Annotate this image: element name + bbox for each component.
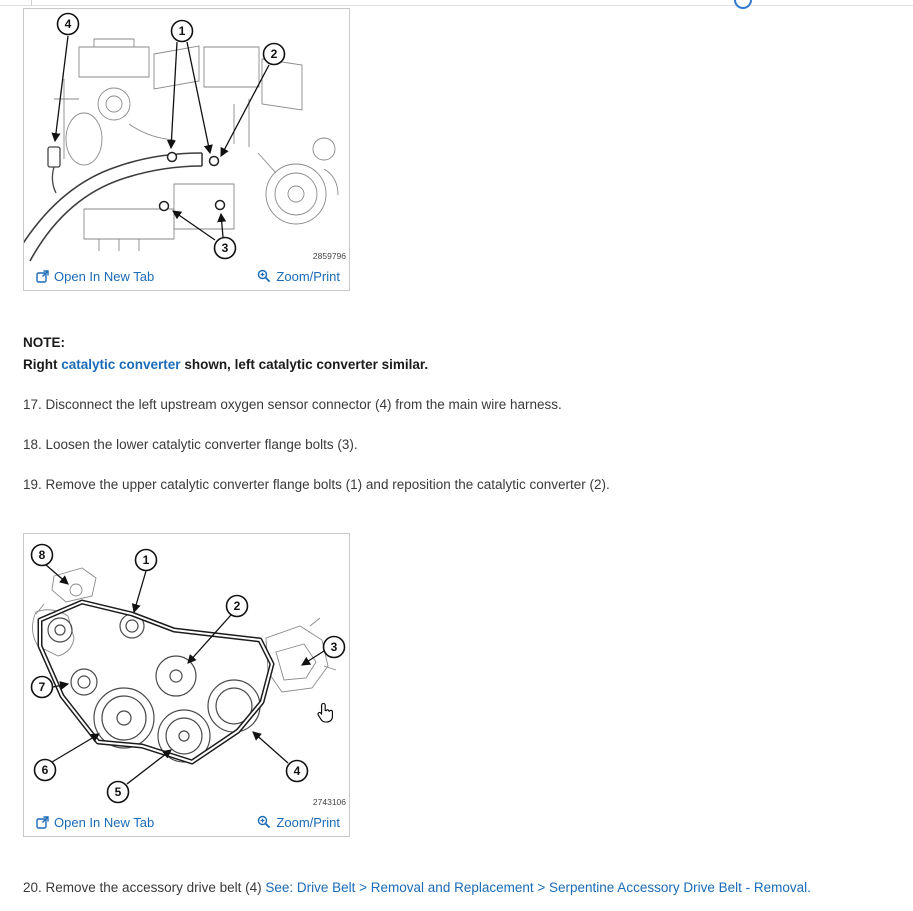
note-label: NOTE: [23,335,65,350]
svg-text:2: 2 [271,47,278,61]
figure-number: 2743106 [313,797,346,807]
figure-callout: 8 1 2 3 7 6 5 4 [30,543,346,804]
note-text: Right catalytic converter shown, left ca… [23,354,743,376]
zoom-print-label: Zoom/Print [276,814,340,830]
open-in-new-icon [36,269,49,283]
svg-text:3: 3 [222,241,229,255]
step-17: 17. Disconnect the left upstream oxygen … [23,397,562,412]
open-in-new-tab-link[interactable]: Open In New Tab [36,269,154,284]
svg-text:2: 2 [234,599,241,613]
cursor-hand-icon [317,702,333,723]
svg-text:4: 4 [294,764,301,778]
zoom-print-label: Zoom/Print [276,268,340,284]
catalytic-converter-link[interactable]: catalytic converter [61,357,181,372]
top-divider [0,5,913,6]
svg-text:5: 5 [115,785,122,799]
svg-text:8: 8 [39,548,46,562]
svg-text:7: 7 [39,680,46,694]
figure-footer: Open In New Tab Zoom/Print [24,808,349,836]
note-block: NOTE: Right catalytic converter shown, l… [23,332,743,376]
open-in-new-icon [36,815,49,829]
svg-text:1: 1 [179,24,186,38]
step-18: 18. Loosen the lower catalytic converter… [23,437,358,452]
zoom-icon [258,815,271,829]
step-19: 19. Remove the upper catalytic converter… [23,477,610,492]
catalytic-converter-diagram[interactable]: 4 1 2 3 2859796 [21,9,349,262]
zoom-print-link[interactable]: Zoom/Print [257,269,340,284]
note-text-after: shown, left catalytic converter similar. [180,357,429,372]
figure-callout: 4 1 2 3 [56,12,286,260]
note-text-before: Right [23,357,62,372]
zoom-icon [258,269,271,283]
figure-footer: Open In New Tab Zoom/Print [24,262,349,290]
partial-header-icon [734,0,752,9]
svg-text:6: 6 [42,763,49,777]
drive-belt-diagram[interactable]: 8 1 2 3 7 6 5 4 2743106 [24,534,349,808]
open-in-new-tab-label: Open In New Tab [54,814,155,830]
engine-line-art: 4 1 2 3 2859796 [21,12,346,262]
figure-catalytic-converter: 4 1 2 3 2859796 Open In New Tab Zoom/Pri… [21,8,350,291]
open-in-new-tab-link[interactable]: Open In New Tab [36,815,154,830]
open-in-new-tab-label: Open In New Tab [54,268,155,284]
svg-text:1: 1 [143,553,150,567]
svg-text:4: 4 [65,17,72,31]
figure-drive-belt: 8 1 2 3 7 6 5 4 2743106 Open In New Tab [23,533,350,837]
step-20: 20. Remove the accessory drive belt (4) … [23,879,883,897]
top-left-border-remnant [31,0,32,6]
svg-text:3: 3 [331,640,338,654]
step-20-text: 20. Remove the accessory drive belt (4) [23,880,266,895]
figure-number: 2859796 [313,251,346,261]
drive-belt-removal-link[interactable]: See: Drive Belt > Removal and Replacemen… [265,880,811,895]
zoom-print-link[interactable]: Zoom/Print [257,815,340,830]
belt-line-art: 8 1 2 3 7 6 5 4 2743106 [30,543,346,807]
